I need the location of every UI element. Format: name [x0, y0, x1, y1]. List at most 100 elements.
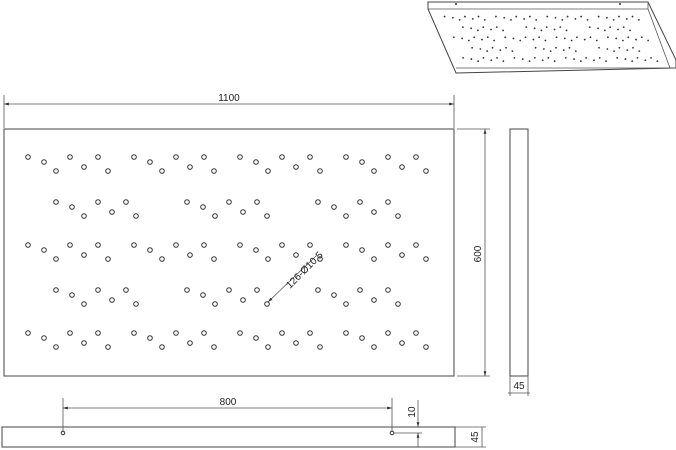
hole [81, 252, 87, 258]
hole [279, 242, 285, 248]
width-dimension-label: 1100 [218, 93, 240, 104]
iso-hole [477, 60, 480, 63]
hole [253, 159, 259, 165]
iso-hole [618, 46, 621, 49]
hole [385, 242, 391, 248]
iso-hole [606, 16, 608, 19]
iso-hole [568, 46, 571, 49]
iso-hole [452, 36, 455, 39]
hole [133, 301, 139, 307]
hole [343, 213, 349, 219]
iso-hole [504, 36, 507, 39]
hole [385, 199, 391, 205]
iso-hole [477, 29, 479, 32]
iso-hole [486, 36, 489, 39]
iso-hole [549, 50, 552, 52]
hole [371, 344, 377, 350]
hole [385, 154, 391, 160]
hole [187, 252, 193, 258]
hole [159, 344, 165, 350]
hole [67, 154, 73, 160]
hole [359, 335, 365, 341]
iso-hole [622, 26, 625, 29]
iso-hole [565, 29, 568, 32]
iso-hole [511, 50, 514, 52]
hole [253, 247, 259, 253]
iso-hole [580, 15, 583, 18]
hole [371, 297, 377, 303]
hole [399, 340, 405, 346]
iso-hole [471, 46, 474, 49]
iso-hole [555, 46, 557, 49]
hole [331, 292, 337, 298]
hole [184, 199, 190, 205]
iso-hole [462, 57, 465, 59]
hole [159, 256, 165, 262]
hole [413, 330, 419, 336]
iso-hole [461, 37, 464, 40]
side-view: 45 [508, 128, 530, 396]
height-dimension: 600 [457, 128, 490, 377]
hole [53, 287, 59, 293]
iso-hole [496, 57, 498, 59]
width-dimension: 1100 [3, 93, 455, 128]
iso-hole [533, 57, 536, 59]
iso-hole [545, 26, 548, 29]
hole [131, 330, 137, 336]
hole [81, 164, 87, 170]
iso-hole [493, 39, 495, 42]
hole [105, 344, 111, 350]
iso-hole [528, 15, 531, 18]
hole [371, 209, 377, 215]
hole [147, 335, 153, 341]
iso-hole [528, 60, 531, 63]
iso-hole [635, 38, 637, 41]
iso-hole [542, 48, 545, 50]
iso-hole [617, 28, 619, 31]
iso-hole [605, 60, 607, 63]
iso-hole [458, 18, 461, 21]
iso-hole [553, 28, 556, 31]
mount-spacing-label: 800 [220, 397, 237, 408]
iso-hole [540, 29, 543, 32]
hole [423, 256, 429, 262]
hole [226, 287, 232, 293]
iso-hole [570, 39, 573, 42]
iso-hole [534, 46, 537, 49]
iso-hole [627, 36, 630, 39]
iso-hole [555, 36, 558, 39]
bottom-thickness-label: 45 [470, 431, 481, 443]
iso-hole [473, 36, 476, 39]
hole [307, 242, 313, 248]
iso-outline [427, 1, 676, 74]
iso-hole [563, 37, 566, 40]
hole [357, 287, 363, 293]
mount-offset-label: 10 [407, 406, 418, 418]
hole [41, 247, 47, 253]
hole [385, 330, 391, 336]
hole [395, 301, 401, 307]
iso-hole [519, 39, 522, 42]
iso-hole [574, 18, 577, 20]
iso-hole [502, 60, 505, 63]
hole [293, 340, 299, 346]
hole [25, 154, 31, 160]
hole [307, 154, 313, 160]
hole [253, 335, 259, 341]
iso-hole [636, 57, 639, 59]
hole [187, 340, 193, 346]
height-dimension-label: 600 [473, 245, 484, 262]
iso-hole [616, 57, 619, 59]
iso-hole [644, 59, 647, 62]
hole [53, 168, 59, 174]
hole [41, 335, 47, 341]
iso-hole [583, 38, 586, 41]
hole [95, 330, 101, 336]
iso-hole [554, 16, 557, 19]
iso-hole [490, 28, 492, 31]
iso-hole [640, 36, 643, 39]
iso-hole [461, 26, 464, 29]
iso-hole [513, 57, 516, 59]
iso-hole [573, 58, 575, 60]
side-thickness-label: 45 [513, 381, 525, 392]
